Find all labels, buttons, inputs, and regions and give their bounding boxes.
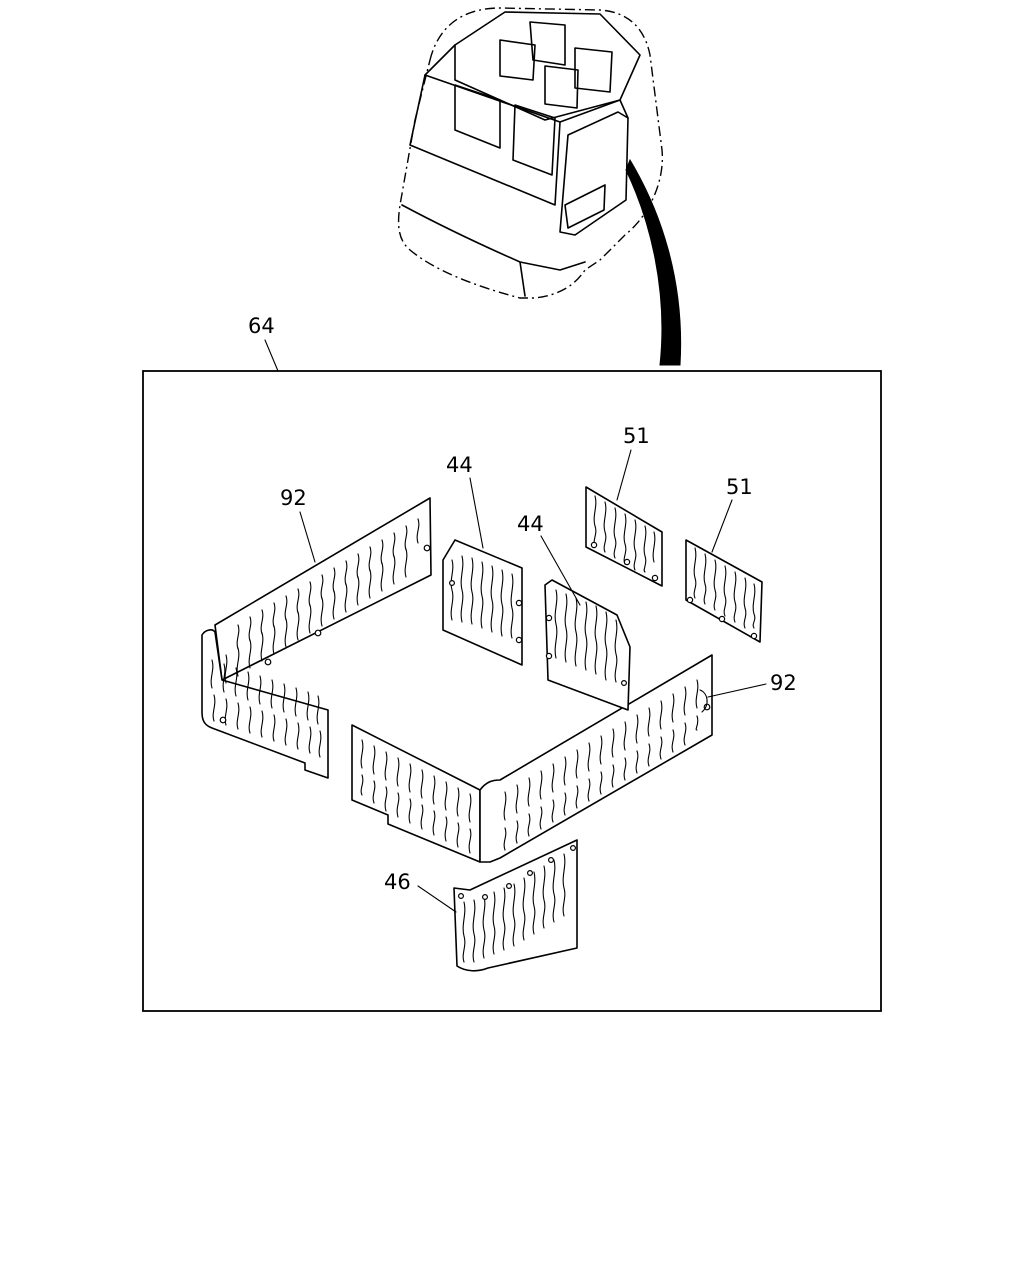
leader-44-a: [469, 477, 484, 549]
leader-51-a: [616, 449, 632, 501]
callout-51-a: 51: [623, 424, 650, 448]
assembly-frame: [142, 370, 882, 1012]
callout-51-b: 51: [726, 475, 753, 499]
cab-illustration: [397, 7, 664, 299]
callout-46: 46: [384, 870, 411, 894]
side-panel-left: [201, 497, 432, 779]
leader-44-b: [540, 535, 581, 606]
leader-92-right: [707, 683, 767, 698]
upper-panel-a: [585, 486, 663, 587]
leader-64: [264, 339, 279, 372]
callout-92-left: 92: [280, 486, 307, 510]
upper-panel-b: [685, 539, 763, 643]
callout-92-right: 92: [770, 671, 797, 695]
leader-92-left: [299, 511, 316, 563]
rear-panel-b: [544, 579, 631, 711]
callout-44-a: 44: [446, 453, 473, 477]
side-panel-right: [351, 654, 713, 863]
leader-51-b: [711, 499, 733, 553]
rear-panel-a: [442, 539, 523, 666]
front-panel: [453, 839, 578, 972]
callout-44-b: 44: [517, 512, 544, 536]
leader-46: [417, 885, 457, 913]
callout-64: 64: [248, 314, 275, 338]
pointer-arrow: [625, 158, 682, 366]
